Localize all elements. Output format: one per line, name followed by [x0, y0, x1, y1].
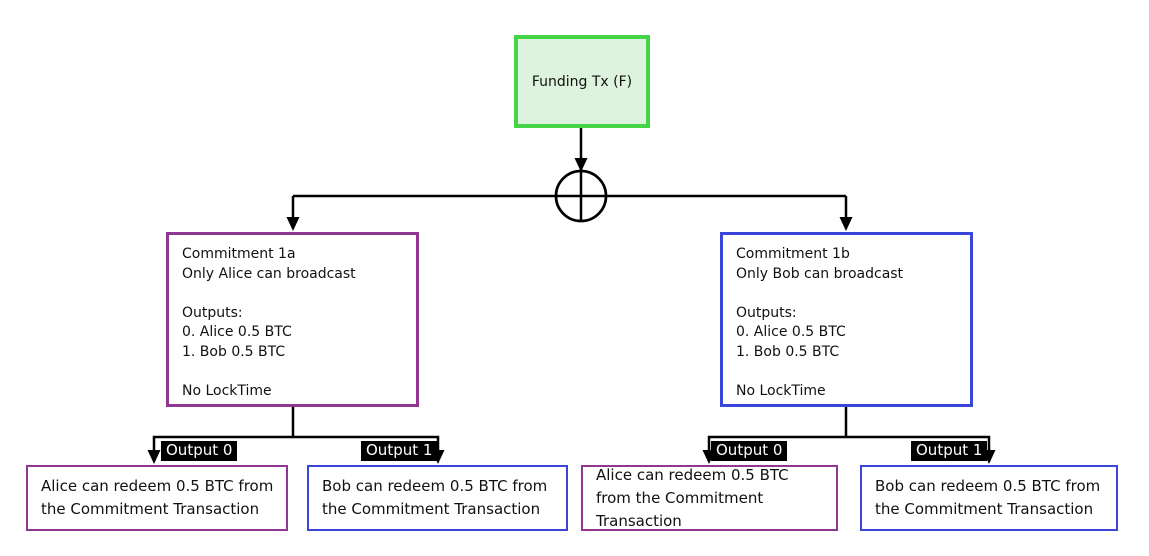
- alice-redeem-text: Alice can redeem 0.5 BTC from the Commit…: [596, 465, 789, 530]
- bob-redeem-node-1b: Bob can redeem 0.5 BTC from the Commitme…: [860, 465, 1118, 531]
- commitment-1b-node: Commitment 1b Only Bob can broadcast Out…: [720, 232, 973, 407]
- output-0-label-1a: Output 0: [161, 441, 238, 461]
- funding-tx-node: Funding Tx (F): [514, 35, 650, 128]
- funding-tx-label: Funding Tx (F): [531, 73, 633, 90]
- output-0-label-1b: Output 0: [711, 441, 788, 461]
- alice-redeem-node-1a: Alice can redeem 0.5 BTC from the Commit…: [26, 465, 288, 531]
- arrow-to-commitment-1a: [286, 196, 300, 231]
- output-1-label-1a: Output 1: [361, 441, 438, 461]
- output-1-label-1b: Output 1: [911, 441, 988, 461]
- circle-plus-icon: [554, 169, 608, 223]
- funding-to-combiner-arrow: [574, 128, 588, 172]
- commitment-1a-node: Commitment 1a Only Alice can broadcast O…: [166, 232, 419, 407]
- bob-redeem-text: Bob can redeem 0.5 BTC from the Commitme…: [875, 477, 1101, 518]
- arrow-to-commitment-1b: [839, 196, 853, 231]
- bob-redeem-text: Bob can redeem 0.5 BTC from the Commitme…: [322, 477, 548, 518]
- bob-redeem-node-1a: Bob can redeem 0.5 BTC from the Commitme…: [307, 465, 568, 531]
- alice-redeem-text: Alice can redeem 0.5 BTC from the Commit…: [41, 477, 274, 518]
- alice-redeem-node-1b: Alice can redeem 0.5 BTC from the Commit…: [581, 465, 838, 531]
- output-0-arrow-1a: [147, 450, 161, 464]
